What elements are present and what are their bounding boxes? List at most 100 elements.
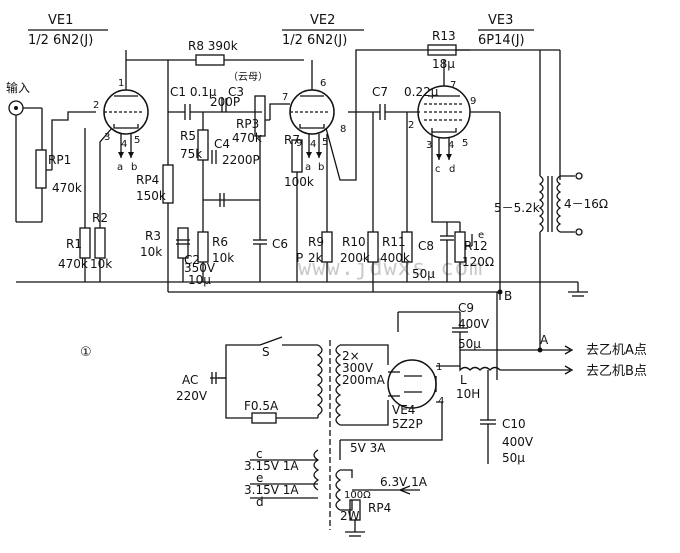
svg-text:4: 4: [448, 140, 454, 151]
svg-text:R5: R5: [180, 129, 196, 143]
svg-text:150k: 150k: [136, 189, 166, 203]
speaker-terminal-2[interactable]: [575, 228, 583, 236]
svg-text:d: d: [449, 164, 455, 175]
svg-text:C3: C3: [228, 85, 244, 99]
svg-text:3: 3: [426, 140, 432, 151]
out-a-label: 去乙机A点: [586, 343, 647, 358]
svg-text:2: 2: [93, 100, 99, 111]
ve4-rectifier-icon: [387, 359, 437, 409]
svg-text:10k: 10k: [90, 257, 112, 271]
svg-text:C7: C7: [372, 85, 388, 99]
svg-text:R7: R7: [284, 133, 300, 147]
svg-text:9: 9: [296, 138, 302, 149]
svg-text:C6: C6: [272, 237, 288, 251]
svg-text:C10: C10: [502, 417, 526, 431]
svg-text:50μ: 50μ: [412, 267, 435, 281]
svg-text:0.22μ: 0.22μ: [404, 85, 439, 99]
svg-text:100k: 100k: [284, 175, 314, 189]
power-transformer-primary: [316, 344, 323, 416]
svg-text:1: 1: [436, 362, 442, 373]
svg-text:R10: R10: [342, 235, 366, 249]
svg-text:75k: 75k: [180, 147, 202, 161]
svg-text:3.15V 1A: 3.15V 1A: [244, 483, 299, 497]
svg-text:10k: 10k: [140, 245, 162, 259]
svg-text:7: 7: [282, 92, 288, 103]
svg-text:50μ: 50μ: [458, 337, 481, 351]
output-transformer-secondary: [556, 175, 562, 233]
power-switch[interactable]: [259, 336, 283, 346]
svg-text:120Ω: 120Ω: [462, 255, 494, 269]
svg-text:400V: 400V: [502, 435, 534, 449]
svg-text:P: P: [296, 251, 303, 265]
output-transformer-primary: [538, 175, 544, 233]
ve3-label: VE3: [488, 13, 513, 28]
svg-text:10k: 10k: [212, 251, 234, 265]
svg-text:6.3V 1A: 6.3V 1A: [380, 475, 428, 489]
svg-text:4: 4: [121, 139, 127, 150]
svg-text:C4: C4: [214, 137, 230, 151]
svg-text:C1 0.1μ: C1 0.1μ: [170, 85, 217, 99]
svg-text:5: 5: [134, 135, 140, 146]
svg-text:220V: 220V: [176, 389, 208, 403]
svg-text:200k: 200k: [340, 251, 370, 265]
ve2-label: VE2: [310, 13, 335, 28]
svg-text:e: e: [256, 471, 263, 485]
svg-text:F0.5A: F0.5A: [244, 399, 279, 413]
svg-text:5－5.2k: 5－5.2k: [494, 201, 540, 215]
svg-text:AC: AC: [182, 373, 198, 387]
svg-text:300V: 300V: [342, 361, 374, 375]
svg-text:2: 2: [408, 120, 414, 131]
ve1-label: VE1: [48, 13, 73, 28]
svg-text:B: B: [504, 289, 512, 303]
ve3-type: 6P14(J): [478, 33, 525, 48]
svg-text:L: L: [460, 373, 467, 387]
svg-text:50μ: 50μ: [502, 451, 525, 465]
svg-text:R13: R13: [432, 29, 456, 43]
r8-resistor: [195, 54, 225, 66]
svg-text:100Ω: 100Ω: [344, 490, 371, 501]
fuse-icon: [251, 412, 277, 424]
svg-text:R12: R12: [464, 239, 488, 253]
figure-number: ①: [80, 345, 92, 360]
svg-text:3.15V 1A: 3.15V 1A: [244, 459, 299, 473]
svg-text:470k: 470k: [58, 257, 88, 271]
svg-text:c: c: [256, 447, 263, 461]
svg-text:4－16Ω: 4－16Ω: [564, 197, 608, 211]
svg-text:RP3: RP3: [236, 117, 259, 131]
svg-text:A: A: [540, 333, 549, 347]
r2-resistor: [94, 227, 106, 259]
rp1-value: 470k: [52, 181, 82, 195]
ve2-type: 1/2 6N2(J): [282, 33, 347, 48]
svg-text:2k: 2k: [308, 251, 323, 265]
svg-text:350V: 350V: [184, 261, 216, 275]
svg-text:b: b: [318, 162, 324, 173]
svg-text:R11: R11: [382, 235, 406, 249]
svg-text:c: c: [435, 164, 441, 175]
svg-text:10μ: 10μ: [188, 273, 211, 287]
choke-l-icon: [459, 366, 560, 372]
watermark: www.jdwxs.com: [298, 256, 483, 281]
svg-text:b: b: [131, 162, 137, 173]
svg-text:VE4: VE4: [392, 403, 415, 417]
svg-text:8: 8: [340, 124, 346, 135]
svg-text:9: 9: [470, 96, 476, 107]
svg-text:R9: R9: [308, 235, 324, 249]
svg-text:e: e: [478, 230, 484, 241]
svg-text:R3: R3: [145, 229, 161, 243]
input-label: 输入: [6, 80, 30, 95]
out-b-label: 去乙机B点: [586, 364, 647, 379]
svg-text:d: d: [256, 495, 264, 509]
rp1-resistor: [35, 149, 47, 189]
svg-text:RP4: RP4: [368, 501, 391, 515]
svg-text:RP4: RP4: [136, 173, 159, 187]
speaker-terminal-1[interactable]: [575, 172, 583, 180]
svg-text:400k: 400k: [380, 251, 410, 265]
svg-text:R8 390k: R8 390k: [188, 39, 238, 53]
svg-text:1: 1: [118, 78, 124, 89]
svg-text:R6: R6: [212, 235, 228, 249]
svg-text:2×: 2×: [342, 349, 360, 363]
svg-text:200mA: 200mA: [342, 373, 386, 387]
svg-text:5Z2P: 5Z2P: [392, 417, 423, 431]
